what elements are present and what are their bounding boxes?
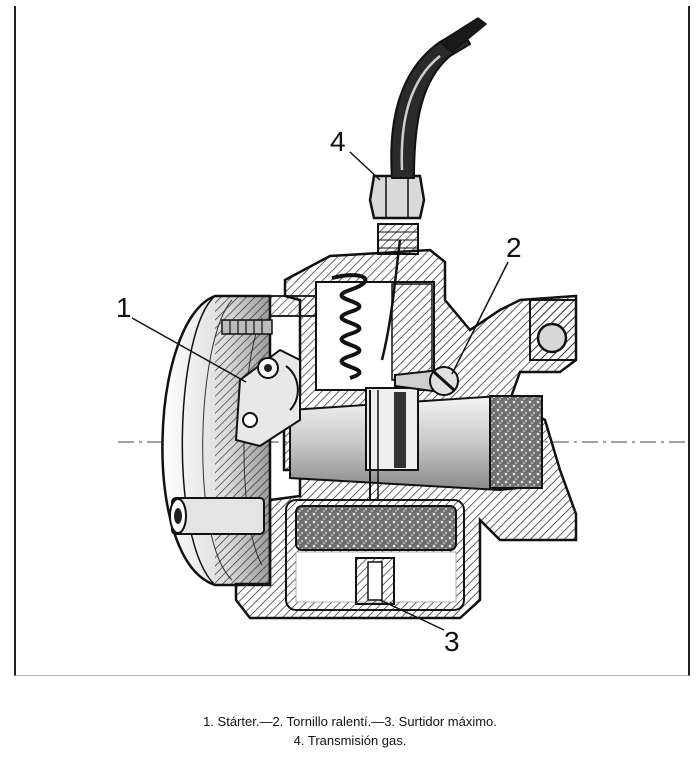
- lower-left-tube: [169, 497, 265, 535]
- leader-line-idle-screw: [451, 261, 509, 375]
- cable-fitting: [368, 174, 426, 255]
- leader-line-main-jet: [379, 599, 445, 631]
- caption-line-2: 4. Transmisión gas.: [293, 733, 407, 748]
- main-jet: [355, 557, 395, 605]
- housing-screw: [221, 319, 273, 335]
- idle-screw: [394, 366, 459, 396]
- callout-number-main-jet: 3: [444, 626, 460, 657]
- leader-line-gas-cable: [349, 151, 381, 181]
- callout-number-idle-screw: 2: [506, 232, 522, 263]
- right-mounting-flange: [529, 299, 577, 361]
- caption-line-1: 1. Stárter.—2. Tornillo ralentí.—3. Surt…: [203, 714, 497, 729]
- carburetor-cutaway-illustration: [118, 17, 690, 631]
- slide-spring: [331, 273, 368, 380]
- callout-number-gas-cable: 4: [330, 126, 346, 157]
- starter-mechanism: [234, 348, 301, 448]
- leader-line-starter: [131, 317, 247, 383]
- callout-number-starter: 1: [116, 292, 132, 323]
- figure-frame: [14, 6, 690, 676]
- throttle-slide: [365, 387, 419, 500]
- figure-caption: 1. Stárter.—2. Tornillo ralentí.—3. Surt…: [0, 712, 700, 750]
- throttle-cable-sheath: [390, 17, 488, 179]
